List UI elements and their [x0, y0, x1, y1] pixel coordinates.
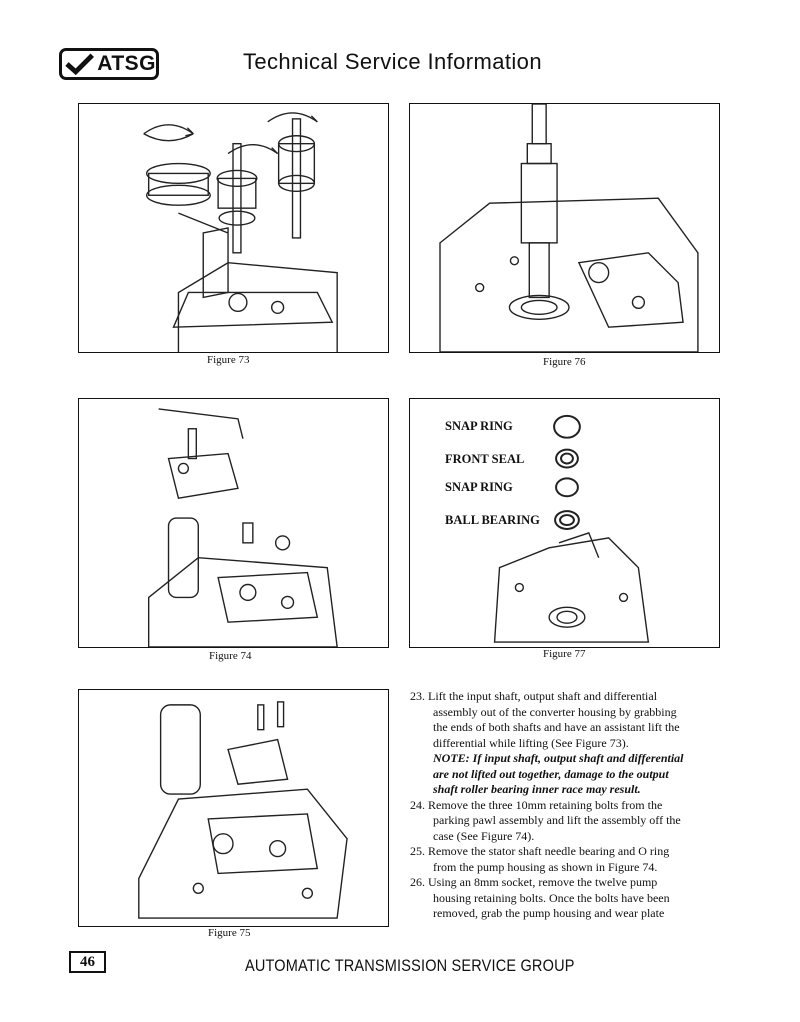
step-24-line-2: parking pawl assembly and lift the assem…: [433, 813, 681, 827]
step-26-line-1: 26. Using an 8mm socket, remove the twel…: [410, 875, 658, 889]
page-number: 46: [69, 951, 106, 973]
parking-pawl-drawing-icon: [147, 408, 338, 647]
footer-text: AUTOMATIC TRANSMISSION SERVICE GROUP: [245, 957, 575, 975]
figure-73-illustration: [78, 103, 389, 353]
figure-75-illustration: [78, 689, 389, 927]
pump-seal-exploded-drawing-icon: [493, 414, 650, 643]
logo-text: ATSG: [97, 52, 156, 75]
figure-77-caption: Figure 77: [543, 648, 586, 660]
checkmark-logo-icon: [65, 53, 94, 75]
note-line-2: are not lifted out together, damage to t…: [433, 766, 669, 781]
note-line-1: NOTE: If input shaft, output shaft and d…: [433, 751, 684, 765]
page-title: Technical Service Information: [243, 49, 542, 74]
label-snap-ring-top: SNAP RING: [445, 419, 513, 433]
step-23-line-4: differential while lifting (See Figure 7…: [433, 735, 629, 750]
output-shaft-tool-drawing-icon: [439, 104, 699, 352]
label-front-seal: FRONT SEAL: [445, 452, 525, 466]
figure-76-illustration: [409, 103, 720, 353]
step-23-line-1: 23. Lift the input shaft, output shaft a…: [410, 689, 658, 703]
step-24-line-1: 24. Remove the three 10mm retaining bolt…: [410, 797, 663, 812]
note-line-3: shaft roller bearing inner race may resu…: [433, 782, 641, 796]
label-snap-ring-bottom: SNAP RING: [445, 480, 513, 494]
atsg-logo: ATSG: [59, 48, 159, 80]
figure-73-caption: Figure 73: [207, 354, 250, 366]
step-25-line-2: from the pump housing as shown in Figure…: [433, 859, 658, 874]
figure-74-caption: Figure 74: [209, 650, 252, 662]
step-24-line-3: case (See Figure 74).: [433, 828, 535, 843]
step-23-line-3: the ends of both shafts and have an assi…: [433, 720, 680, 734]
figure-77-illustration: [409, 398, 720, 648]
step-25-line-1: 25. Remove the stator shaft needle beari…: [410, 844, 670, 858]
step-23-line-2: assembly out of the converter housing by…: [433, 704, 677, 719]
shaft-assembly-drawing-icon: [143, 112, 338, 352]
figure-74-illustration: [78, 398, 389, 648]
pump-housing-drawing-icon: [138, 701, 348, 919]
label-ball-bearing: BALL BEARING: [445, 513, 540, 527]
step-26-line-3: removed, grab the pump housing and wear …: [433, 906, 665, 920]
procedure-text: 23. Lift the input shaft, output shaft a…: [410, 689, 720, 922]
step-26-line-2: housing retaining bolts. Once the bolts …: [433, 890, 670, 905]
figure-76-caption: Figure 76: [543, 356, 586, 368]
figure-75-caption: Figure 75: [208, 927, 251, 939]
